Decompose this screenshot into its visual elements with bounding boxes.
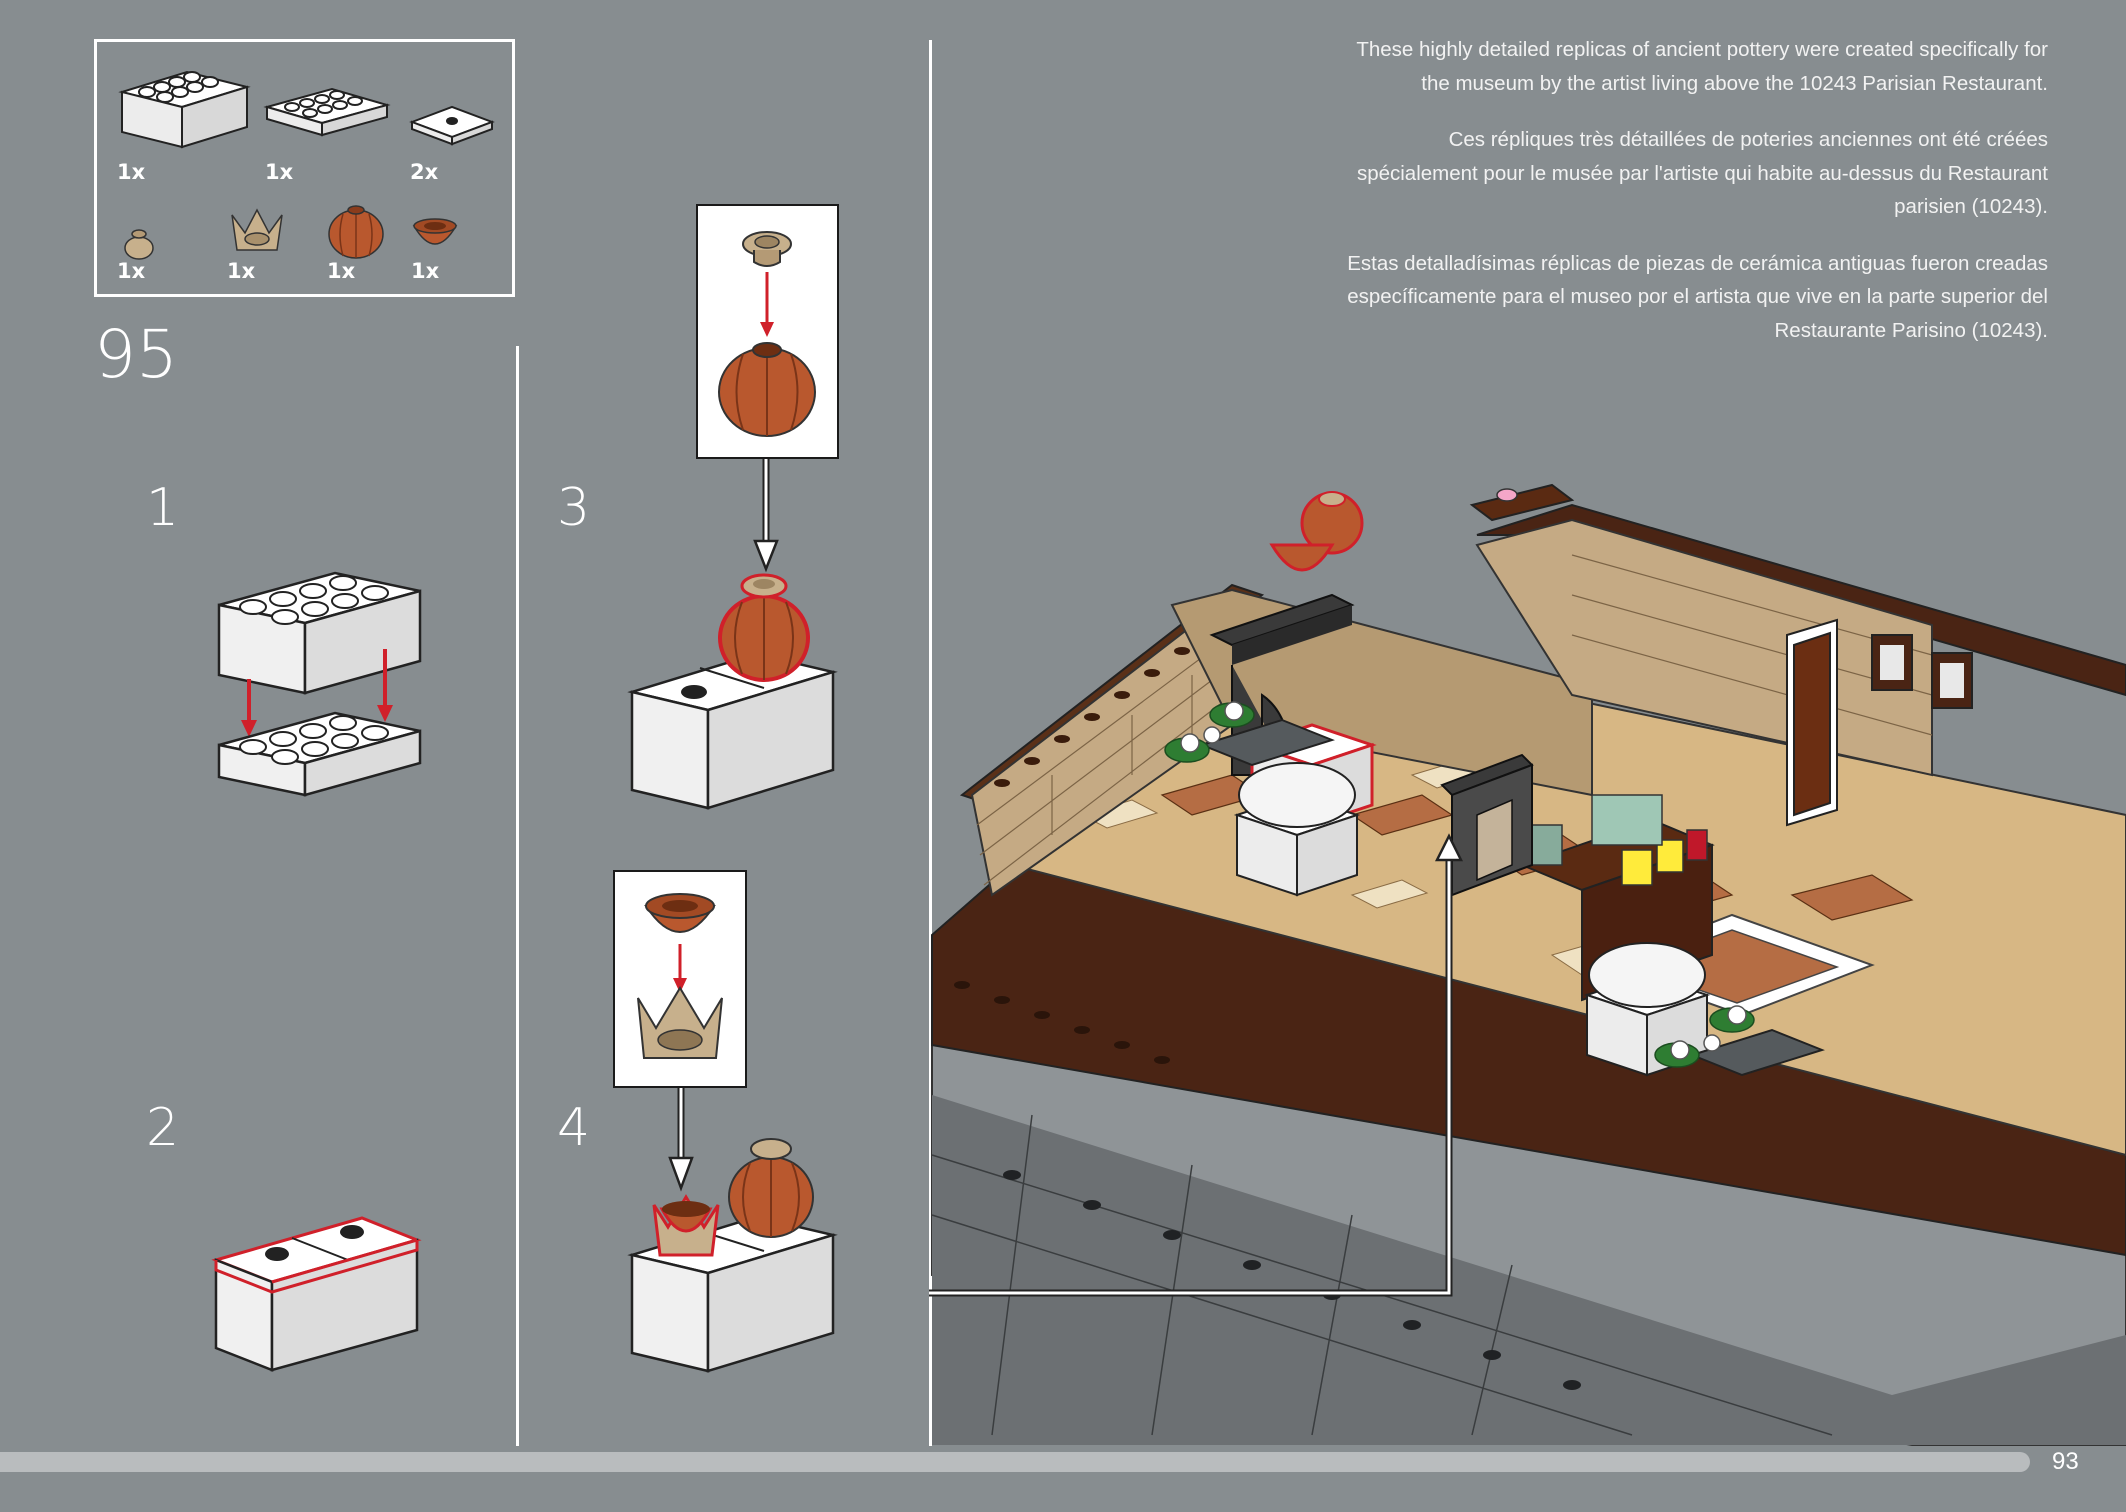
step4-arrow [668, 1088, 694, 1192]
description-fr: Ces répliques très détaillées de poterie… [1356, 128, 2048, 218]
step2-tiles-illustration [211, 1216, 422, 1372]
part-qty: 1x [327, 259, 356, 283]
step1-bricks-illustration [217, 571, 422, 797]
step-number: 4 [557, 1098, 591, 1158]
page-progress-bar [0, 1452, 2030, 1472]
step4-callout-illustration [637, 893, 723, 1059]
small-bowl-icon [412, 218, 458, 245]
model-callout-pointer [929, 833, 1464, 1297]
column-divider [929, 40, 932, 1446]
column-divider [516, 346, 519, 1446]
small-vase-icon [124, 229, 154, 260]
part-qty: 2x [410, 160, 439, 184]
part-qty: 1x [117, 259, 146, 283]
step3-assembly-illustration [627, 573, 838, 810]
part-qty: 1x [411, 259, 440, 283]
round-vase-icon [328, 205, 384, 259]
step-number: 1 [146, 478, 180, 538]
step-number: 2 [146, 1098, 180, 1158]
step4-assembly-illustration [627, 1138, 838, 1373]
description-en: These highly detailed replicas of ancien… [1356, 38, 2048, 95]
part-qty: 1x [117, 160, 146, 184]
step-number: 3 [557, 478, 591, 538]
page-number: 93 [2052, 1448, 2079, 1475]
parts-list: 1x 1x 2x 1x 1x 1x 1 [94, 39, 515, 297]
page-step-number: 95 [94, 316, 178, 393]
part-qty: 1x [227, 259, 256, 283]
description-es: Estas detalladísimas réplicas de piezas … [1347, 251, 2048, 342]
flower-cup-icon [231, 208, 283, 251]
part-qty: 1x [265, 160, 294, 184]
description-text: These highly detailed replicas of ancien… [1328, 33, 2048, 347]
brick-2x4-icon [118, 70, 251, 149]
tile-stud-icon [409, 105, 495, 146]
step3-callout-illustration [718, 231, 816, 437]
museum-model-illustration [931, 483, 2126, 1446]
step3-arrow [753, 459, 779, 573]
plate-2x4-icon [263, 87, 391, 137]
